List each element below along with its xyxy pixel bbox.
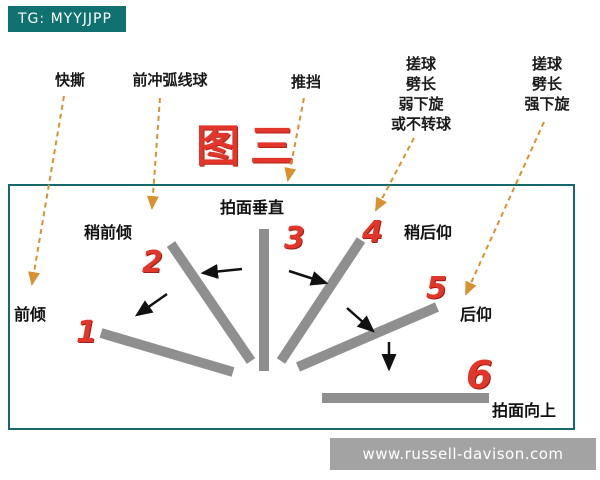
dashed-arrow-push-block: [284, 97, 305, 182]
dashed-arrow-loop-drive: [146, 97, 161, 210]
angle-label-face-up: 拍面向上: [492, 401, 557, 420]
tg-badge: TG: MYYJJPP: [8, 6, 126, 32]
position-number-1: 1: [76, 315, 97, 350]
position-number-3: 3: [284, 221, 305, 256]
angle-label-forward: 前倾: [14, 305, 47, 324]
dashed-arrow-fast-tear: [28, 95, 65, 286]
rotation-arrow-right: [288, 269, 329, 286]
label-loop-drive: 前冲弧线球: [132, 71, 208, 89]
watermark-url: www.russell-davison.com: [330, 438, 596, 470]
position-number-6: 6: [466, 353, 493, 397]
angle-label-slight-backward: 稍后仰: [404, 223, 453, 242]
label-fast-tear: 快撕: [54, 71, 85, 89]
dashed-arrow-chop-strong: [465, 121, 545, 296]
label-chop-strong-backspin: 搓球 劈长 强下旋: [524, 55, 570, 113]
position-number-5: 5: [426, 271, 447, 306]
angle-label-slight-forward: 稍前倾: [84, 223, 133, 242]
paddle-bar-4: [276, 237, 366, 364]
figure-box: [8, 184, 575, 430]
figure-title: 图三: [196, 121, 304, 172]
dashed-arrow-chop-weak: [375, 137, 415, 212]
paddle-bar-5: [296, 302, 439, 372]
rotation-arrow-down-right: [346, 307, 375, 333]
paddle-bar-1: [99, 328, 235, 377]
angle-label-backward: 后仰: [460, 305, 493, 324]
position-number-4: 4: [362, 215, 383, 250]
label-chop-weak-backspin: 搓球 劈长 弱下旋 或不转球: [390, 55, 451, 133]
rotation-arrow-down-left: [134, 292, 168, 317]
rotation-arrow-left: [200, 264, 243, 279]
angle-label-vertical: 拍面垂直: [220, 198, 285, 217]
position-number-2: 2: [142, 245, 163, 280]
paddle-bar-2: [166, 241, 256, 364]
label-push-block: 推挡: [290, 73, 321, 91]
